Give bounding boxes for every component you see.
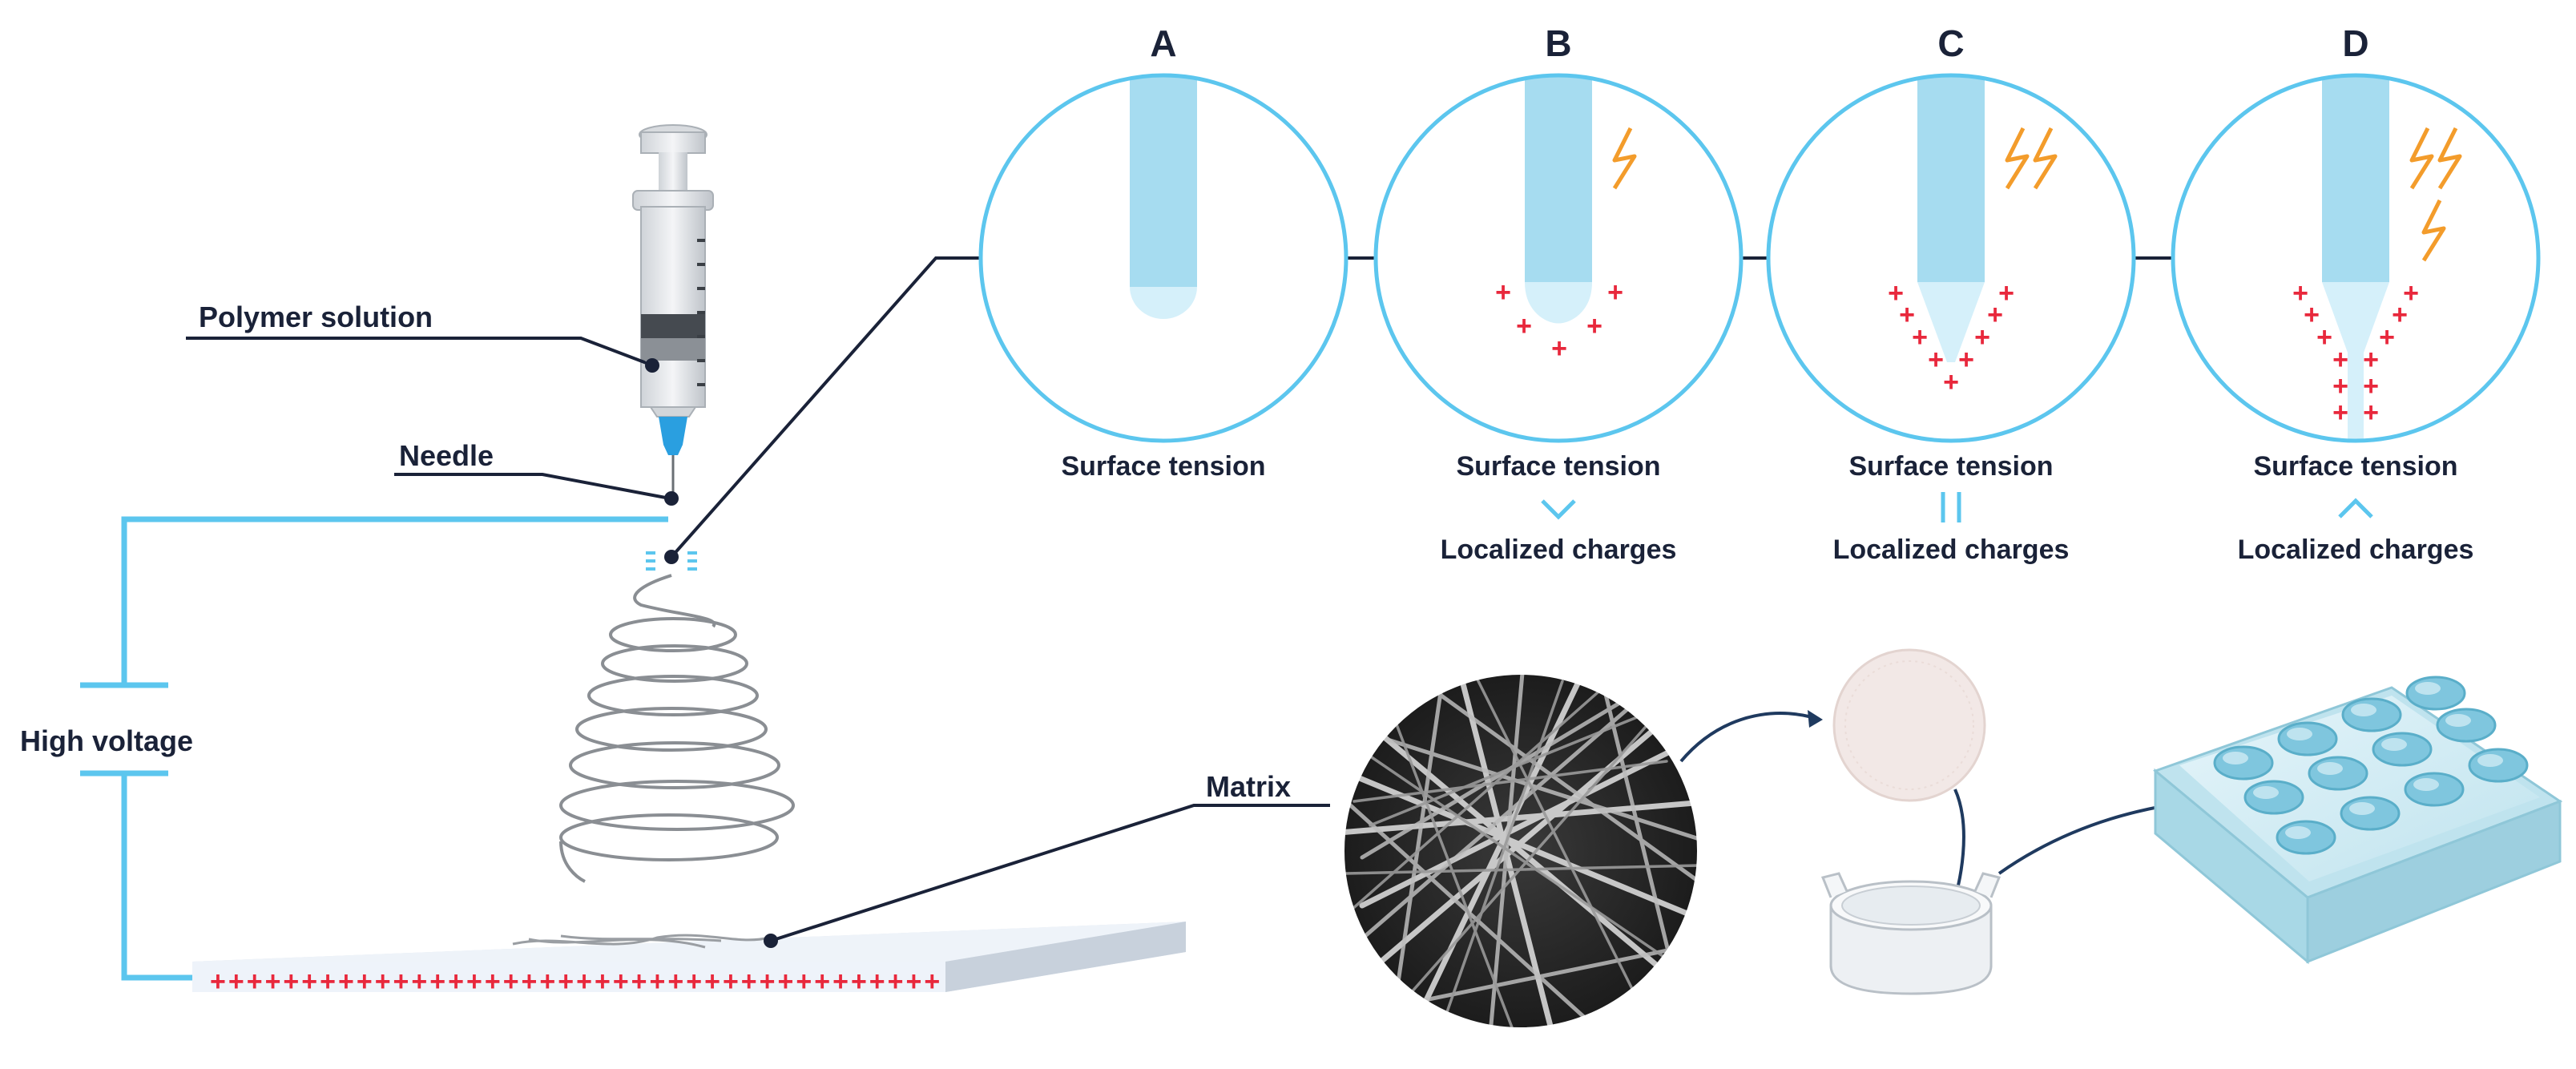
svg-text:+: +: [2403, 278, 2419, 309]
svg-text:+: +: [2332, 397, 2348, 428]
panel-c-line1: Surface tension: [1848, 451, 2053, 482]
svg-text:+: +: [1888, 278, 1904, 309]
svg-text:+: +: [1551, 333, 1567, 364]
panel-c: C + + + + + + + + + Surface tension Loca…: [1766, 22, 2136, 565]
syringe-icon: [632, 124, 714, 497]
svg-text:+: +: [2332, 371, 2348, 401]
lightning-icon: [1612, 127, 1637, 190]
arrow-to-membrane: [1679, 712, 1813, 763]
svg-text:+: +: [1912, 322, 1928, 353]
svg-text:+: +: [1586, 311, 1602, 341]
equals-symbol: [1941, 492, 1961, 522]
needle-tip-marker: [646, 551, 697, 571]
panel-a-line1: Surface tension: [1061, 451, 1265, 482]
lightning-icon: [2409, 127, 2462, 262]
svg-text:+: +: [1899, 300, 1915, 330]
svg-text:+: +: [2304, 300, 2320, 330]
panel-b-line2: Localized charges: [1441, 534, 1677, 565]
svg-text:+: +: [2292, 278, 2308, 309]
svg-text:+: +: [2363, 397, 2379, 428]
svg-text:+: +: [1516, 311, 1532, 341]
zoom-connector: [670, 256, 982, 559]
panel-d-letter: D: [2342, 22, 2368, 64]
collector-plate: [192, 922, 1186, 992]
panel-a-letter: A: [1150, 22, 1176, 64]
panel-b-line1: Surface tension: [1456, 451, 1660, 482]
lightning-icon: [2005, 127, 2058, 190]
svg-text:+: +: [1974, 322, 1990, 353]
panel-c-letter: C: [1937, 22, 1964, 64]
panel-b-letter: B: [1545, 22, 1571, 64]
collector-charges: ++++++++++++++++++++++++++++++++++++++++: [210, 966, 942, 997]
panel-b-charges: + + + + +: [1495, 277, 1623, 364]
membrane-disc-icon: [1832, 648, 1986, 802]
svg-text:+: +: [1928, 345, 1944, 375]
svg-text:+: +: [1495, 277, 1511, 308]
needle-label: Needle: [399, 439, 494, 472]
svg-text:+: +: [2379, 322, 2395, 353]
svg-text:+: +: [1958, 345, 1974, 375]
cell-insert-icon: [1820, 872, 2002, 995]
panel-d-line1: Surface tension: [2253, 451, 2457, 482]
svg-text:+: +: [1998, 278, 2014, 309]
svg-text:+: +: [2392, 300, 2408, 330]
panel-d: D + + + + + + + + + + + + Surface tensio…: [2171, 22, 2541, 565]
matrix-label: Matrix: [1206, 770, 1291, 803]
fiber-mesh-image: [1341, 672, 1700, 1031]
panel-c-line2: Localized charges: [1833, 534, 2070, 565]
panel-d-charges: + + + + + + + + + + + +: [2292, 278, 2419, 428]
svg-text:+: +: [2332, 345, 2348, 375]
panel-c-charges: + + + + + + + + +: [1888, 278, 2014, 397]
svg-text:+: +: [2316, 322, 2332, 353]
svg-text:+: +: [2363, 371, 2379, 401]
fiber-jet-spiral: [559, 574, 795, 883]
high-voltage-circuit: [80, 516, 668, 981]
greater-than-symbol: [1541, 499, 1576, 520]
svg-text:+: +: [2363, 345, 2379, 375]
svg-text:+: +: [1987, 300, 2003, 330]
panel-a: A Surface tension: [978, 22, 1348, 482]
svg-text:+: +: [1607, 277, 1623, 308]
svg-text:+: +: [1943, 367, 1959, 397]
high-voltage-label: High voltage: [20, 724, 193, 757]
polymer-solution-label: Polymer solution: [199, 301, 433, 333]
well-plate-icon: [2153, 676, 2563, 965]
less-than-symbol: [2338, 498, 2373, 518]
panel-d-line2: Localized charges: [2238, 534, 2474, 565]
panel-b: B + + + + + Surface tension Localized ch…: [1373, 22, 1744, 565]
